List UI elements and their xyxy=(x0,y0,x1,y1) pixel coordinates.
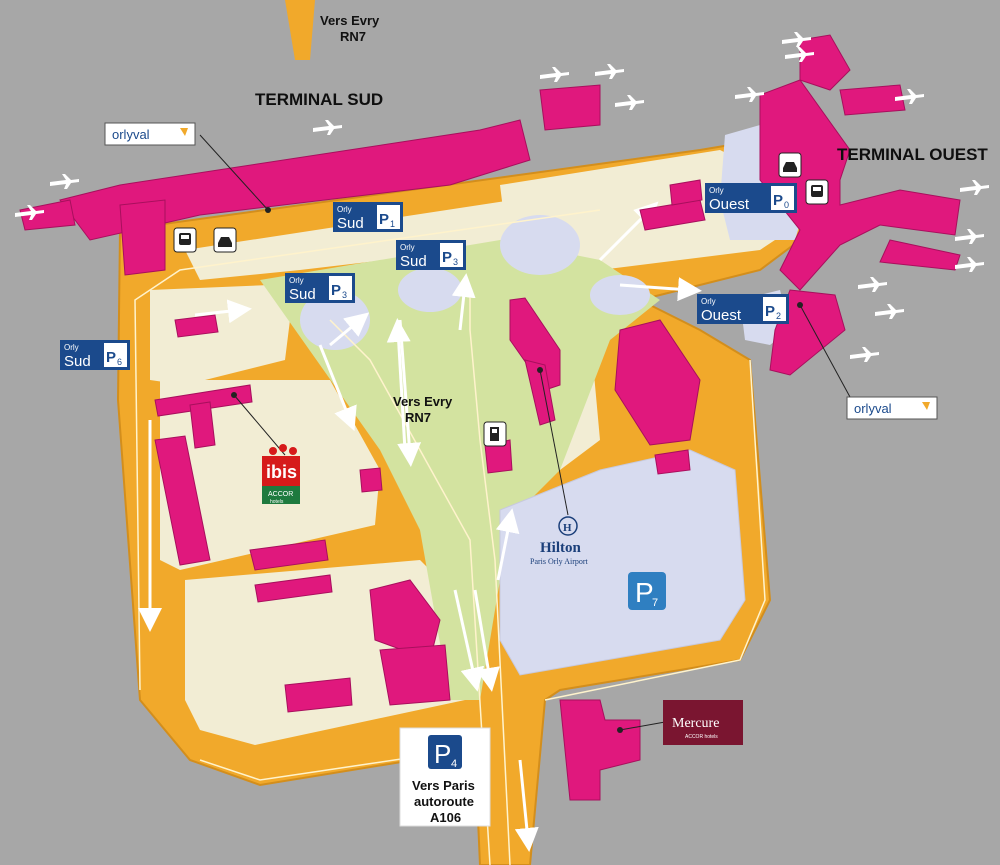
orlyval-logo-mark-sud xyxy=(180,128,188,136)
road-label-north-line2: RN7 xyxy=(340,29,366,44)
p3u-small: Orly xyxy=(400,243,415,252)
hilton-name: Hilton xyxy=(540,540,581,556)
zone-west xyxy=(150,285,290,385)
ibis-sub: hotels xyxy=(270,499,284,505)
p6-small: Orly xyxy=(64,343,79,352)
p0-name: Ouest xyxy=(709,196,750,213)
p1-letter: P xyxy=(379,211,389,228)
mercure-brand: ACCOR hotels xyxy=(685,734,718,740)
p2-letter: P xyxy=(765,303,775,320)
buildings xyxy=(154,179,706,801)
road-label-center: Vers Evry RN7 xyxy=(393,394,453,425)
hilton-monogram: H xyxy=(563,522,572,534)
parking-p7-sign: P 7 xyxy=(628,572,666,610)
parking-p4-sign: P 4 Vers Paris autoroute A106 xyxy=(399,727,491,827)
p3l-letter: P xyxy=(331,282,341,299)
p3l-number: 3 xyxy=(342,290,347,300)
mercure-name: Mercure xyxy=(672,716,719,731)
aircraft xyxy=(15,32,989,362)
orlyval-badge-sud: orlyval xyxy=(104,122,271,213)
p0-letter: P xyxy=(773,192,783,209)
road-label-center-line1: Vers Evry xyxy=(393,394,453,409)
parking-area-loop-2 xyxy=(398,268,462,312)
parking-area-loop-3 xyxy=(500,215,580,275)
terminal-sud-label: TERMINAL SUD xyxy=(255,90,383,109)
road-label-north-line1: Vers Evry xyxy=(320,13,380,28)
fuel-station-icon xyxy=(483,421,507,447)
parking-area-p7 xyxy=(499,449,746,676)
hilton-hotel-logo: H Hilton Paris Orly Airport xyxy=(530,367,589,566)
p3l-name: Sud xyxy=(289,286,316,303)
p3u-number: 3 xyxy=(453,257,458,267)
taxi-icon xyxy=(778,152,802,178)
p6-number: 6 xyxy=(117,357,122,367)
parking-sign-orly-sud-p3-lower: Orly Sud P 3 xyxy=(285,273,355,303)
parking-area-loop-4 xyxy=(590,275,650,315)
parking-sign-orly-ouest-p0: Orly Ouest P 0 xyxy=(705,183,797,213)
p3u-name: Sud xyxy=(400,253,427,270)
bus-icon xyxy=(805,179,829,205)
p2-name: Ouest xyxy=(701,307,742,324)
road-label-south-line1: Vers Paris xyxy=(412,778,475,793)
parking-sign-orly-sud-p3-upper: Orly Sud P 3 xyxy=(396,240,466,270)
road-label-north: Vers Evry RN7 xyxy=(320,13,380,44)
road-label-south-line3: A106 xyxy=(430,810,461,825)
p7-letter: P xyxy=(635,577,654,608)
terminal-sud-building xyxy=(19,84,601,276)
p3l-small: Orly xyxy=(289,276,304,285)
taxi-icon xyxy=(213,227,237,253)
p4-letter: P xyxy=(434,739,451,769)
road-north-rn7 xyxy=(285,0,315,60)
p6-letter: P xyxy=(106,349,116,366)
hilton-sub: Paris Orly Airport xyxy=(530,557,589,566)
ibis-name: ibis xyxy=(266,462,297,482)
orlyval-badge-ouest: orlyval xyxy=(797,302,938,420)
terminal-ouest-label: TERMINAL OUEST xyxy=(837,145,988,164)
p1-name: Sud xyxy=(337,215,364,232)
p0-small: Orly xyxy=(709,186,724,195)
orlyval-text-ouest: orlyval xyxy=(854,401,892,416)
parking-sign-orly-sud-p1: Orly Sud P 1 xyxy=(333,202,403,232)
mercure-hotel-logo: Mercure ACCOR hotels xyxy=(617,700,743,745)
p7-number: 7 xyxy=(652,597,658,609)
ibis-hotel-logo: ibis ACCOR hotels xyxy=(231,392,300,505)
parking-sign-orly-sud-p6: Orly Sud P 6 xyxy=(60,340,130,370)
bus-icon xyxy=(173,227,197,253)
p1-number: 1 xyxy=(390,219,395,229)
parking-sign-orly-ouest-p2: Orly Ouest P 2 xyxy=(697,294,789,324)
p4-number: 4 xyxy=(451,758,457,770)
orlyval-text-sud: orlyval xyxy=(112,127,150,142)
p2-small: Orly xyxy=(701,297,716,306)
ibis-brand: ACCOR xyxy=(268,491,293,498)
traffic-arrows xyxy=(138,201,702,852)
p0-number: 0 xyxy=(784,200,789,210)
p1-small: Orly xyxy=(337,205,352,214)
p3u-letter: P xyxy=(442,249,452,266)
orlyval-logo-mark-ouest xyxy=(922,402,930,410)
p6-name: Sud xyxy=(64,353,91,370)
road-label-center-line2: RN7 xyxy=(405,410,431,425)
terminal-ouest-building xyxy=(759,34,961,376)
road-label-south-line2: autoroute xyxy=(414,794,474,809)
p2-number: 2 xyxy=(776,311,781,321)
